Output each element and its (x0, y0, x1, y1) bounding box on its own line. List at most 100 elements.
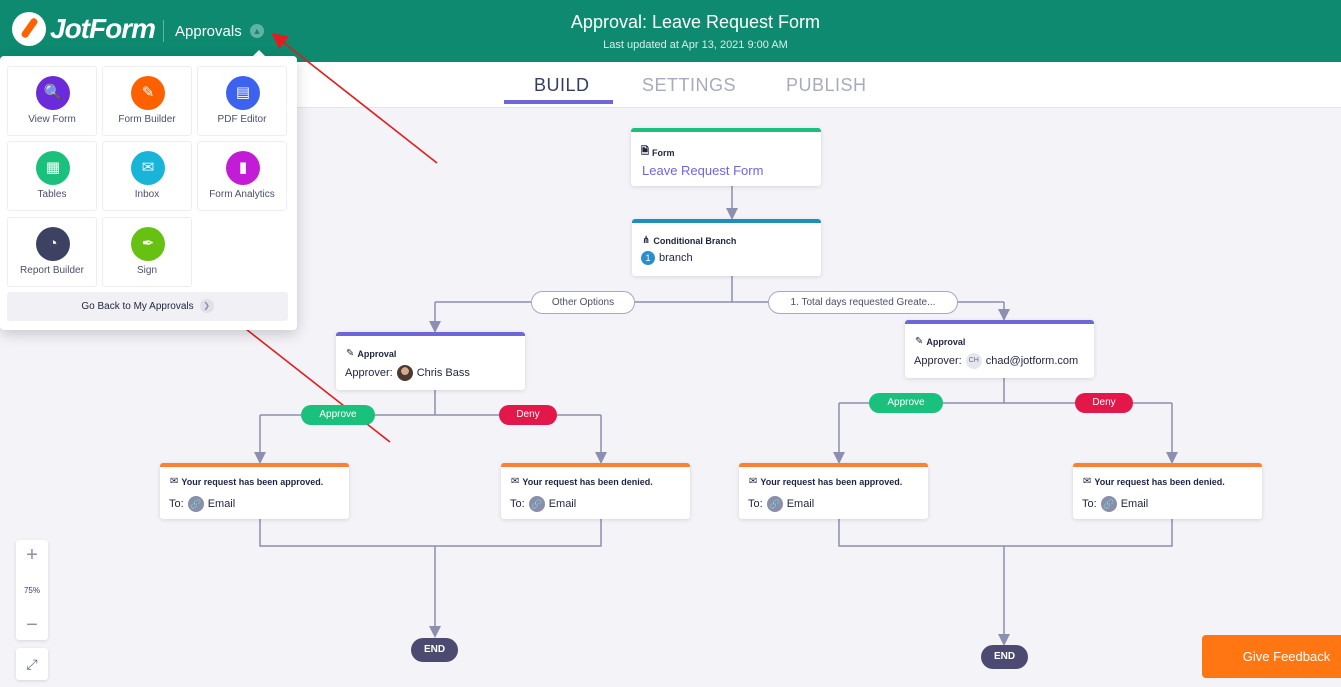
approval-node-left[interactable]: ✎Approval Approver: Chris Bass (336, 332, 525, 390)
header-divider (163, 20, 164, 42)
recipient-label: Email (548, 498, 577, 510)
page-title: Approval: Leave Request Form (570, 12, 821, 32)
approval-node-right[interactable]: ✎Approval Approver: CH chad@jotform.com (905, 320, 1094, 378)
menu-item-label: Report Builder (20, 265, 84, 276)
mail-icon: ✉ (170, 476, 179, 487)
to-label: To: (169, 498, 184, 510)
jotform-logo[interactable]: JotForm (12, 12, 156, 46)
conditional-branch-node[interactable]: ⋔Conditional Branch 1 branch (632, 219, 821, 276)
recipient-label: Email (207, 498, 236, 510)
tab-build[interactable]: BUILD (534, 75, 590, 95)
end-node-right: END (981, 645, 1028, 669)
chevron-up-icon[interactable]: ▲ (250, 24, 264, 38)
link-icon: 🔗 (766, 496, 783, 512)
email-node-header: Your request has been denied. (1094, 476, 1225, 487)
menu-item-view-form[interactable]: 🔍 View Form (7, 66, 97, 136)
tab-settings[interactable]: SETTINGS (642, 75, 737, 95)
sign-icon: ✒ (131, 227, 165, 261)
menu-caret (252, 50, 266, 57)
mail-icon: ✉ (1083, 476, 1092, 487)
to-label: To: (510, 498, 525, 510)
view-form-icon: 🔍 (36, 76, 70, 110)
menu-item-label: Form Builder (118, 114, 176, 125)
menu-item-pdf-editor[interactable]: ▤ PDF Editor (197, 66, 287, 136)
last-updated-text: Last updated at Apr 13, 2021 9:00 AM (603, 39, 788, 51)
email-node-header: Your request has been approved. (181, 476, 324, 487)
branch-node-header: Conditional Branch (653, 235, 737, 246)
approval-node-header: Approval (926, 336, 966, 347)
tables-icon: ▦ (36, 151, 70, 185)
email-node-header: Your request has been approved. (760, 476, 903, 487)
link-icon: 🔗 (187, 496, 204, 512)
menu-item-form-analytics[interactable]: ▮ Form Analytics (197, 141, 287, 211)
menu-item-label: Tables (37, 189, 67, 200)
menu-item-label: Form Analytics (209, 189, 275, 200)
email-approved-node-right[interactable]: ✉Your request has been approved. To: 🔗 E… (739, 463, 928, 519)
avatar (396, 365, 413, 381)
inbox-icon: ✉ (131, 151, 165, 185)
app-switcher-menu: 🔍 View Form ✎ Form Builder ▤ PDF Editor … (0, 56, 297, 330)
logo-text: JotForm (50, 13, 156, 44)
approver-email: chad@jotform.com (985, 355, 1079, 367)
give-feedback-button[interactable]: Give Feedback (1202, 635, 1341, 678)
branch-count-badge: 1 (641, 251, 655, 265)
to-label: To: (1082, 498, 1097, 510)
go-back-to-approvals-button[interactable]: Go Back to My Approvals ❯ (7, 292, 288, 321)
form-analytics-icon: ▮ (226, 151, 260, 185)
menu-item-sign[interactable]: ✒ Sign (102, 217, 192, 287)
email-node-header: Your request has been denied. (522, 476, 653, 487)
menu-item-label: View Form (28, 114, 76, 125)
menu-item-label: Inbox (134, 189, 160, 200)
report-builder-icon: ◔ (36, 227, 70, 261)
email-approved-node-left[interactable]: ✉Your request has been approved. To: 🔗 E… (160, 463, 349, 519)
approval-icon: ✎ (346, 348, 355, 359)
pdf-editor-icon: ▤ (226, 76, 260, 110)
chevron-right-icon: ❯ (199, 299, 214, 314)
email-denied-node-right[interactable]: ✉Your request has been denied. To: 🔗 Ema… (1073, 463, 1262, 519)
menu-item-tables[interactable]: ▦ Tables (7, 141, 97, 211)
zoom-level: 75% (23, 586, 40, 595)
menu-item-label: Sign (136, 265, 157, 276)
form-node-header: Form (652, 147, 675, 158)
mail-icon: ✉ (511, 476, 520, 487)
zoom-out-button[interactable]: − (26, 614, 38, 636)
approver-name: Chris Bass (416, 367, 470, 379)
email-denied-node-left[interactable]: ✉Your request has been denied. To: 🔗 Ema… (501, 463, 690, 519)
go-back-label: Go Back to My Approvals (81, 301, 194, 312)
menu-item-label: PDF Editor (217, 114, 267, 125)
approve-branch-label-right[interactable]: Approve (869, 393, 943, 413)
to-label: To: (748, 498, 763, 510)
approval-node-header: Approval (357, 348, 397, 359)
recipient-label: Email (786, 498, 815, 510)
tab-publish[interactable]: PUBLISH (786, 75, 867, 95)
recipient-label: Email (1120, 498, 1149, 510)
deny-branch-label-right[interactable]: Deny (1075, 393, 1133, 413)
document-icon: 🗎 (641, 146, 650, 157)
branch-icon: ⋔ (642, 235, 651, 246)
menu-item-report-builder[interactable]: ◔ Report Builder (7, 217, 97, 287)
form-name-link[interactable]: Leave Request Form (642, 163, 764, 178)
approver-label: Approver: (345, 367, 393, 379)
form-node[interactable]: 🗎Form Leave Request Form (631, 128, 821, 186)
active-tab-indicator (504, 100, 613, 104)
jotform-logo-icon (12, 12, 46, 46)
form-builder-icon: ✎ (131, 76, 165, 110)
branch-option-condition[interactable]: 1. Total days requested Greate... (768, 291, 958, 314)
top-header: JotForm Approvals ▲ Approval: Leave Requ… (0, 0, 1341, 62)
link-icon: 🔗 (528, 496, 545, 512)
menu-item-form-builder[interactable]: ✎ Form Builder (102, 66, 192, 136)
approve-branch-label-left[interactable]: Approve (301, 405, 375, 425)
zoom-controls: + 75% − (16, 540, 48, 640)
approver-label: Approver: (914, 355, 962, 367)
menu-item-inbox[interactable]: ✉ Inbox (102, 141, 192, 211)
app-switcher-label[interactable]: Approvals (175, 23, 242, 40)
zoom-in-button[interactable]: + (26, 544, 38, 566)
branch-count-label: branch (659, 252, 693, 264)
branch-option-other[interactable]: Other Options (531, 291, 635, 314)
approval-icon: ✎ (915, 336, 924, 347)
mail-icon: ✉ (749, 476, 758, 487)
deny-branch-label-left[interactable]: Deny (499, 405, 557, 425)
end-node-left: END (411, 638, 458, 662)
link-icon: 🔗 (1100, 496, 1117, 512)
expand-icon[interactable]: ⤢ (16, 648, 48, 680)
